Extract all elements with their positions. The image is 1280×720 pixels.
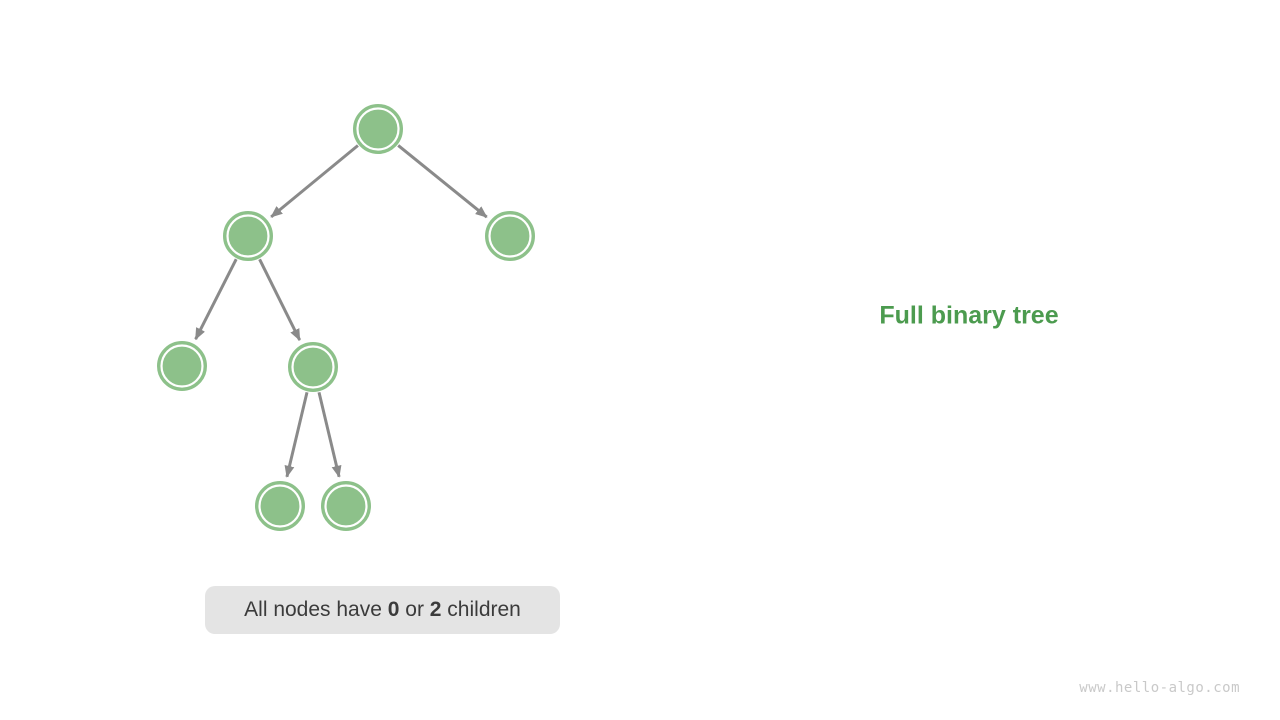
watermark: www.hello-algo.com	[1079, 680, 1240, 696]
caption-text-prefix: All nodes have	[244, 598, 388, 621]
tree-node-lr-leaf	[321, 481, 371, 531]
caption-box: All nodes have 0 or 2 children	[205, 586, 560, 634]
tree-edges	[194, 144, 488, 478]
tree-node-root	[353, 104, 403, 154]
tree-edge-left-right-to-lr-leaf	[317, 391, 342, 478]
tree-edge-left-right-to-ll-leaf	[284, 391, 309, 478]
tree-node-right	[485, 211, 535, 261]
tree-nodes	[157, 104, 535, 531]
tree-node-ll-leaf	[255, 481, 305, 531]
tree-node-left	[223, 211, 273, 261]
figure-title: Full binary tree	[879, 301, 1059, 330]
tree-edge-root-to-right	[397, 144, 488, 219]
caption-text-suffix: children	[441, 598, 521, 621]
tree-edge-root-to-left	[270, 144, 359, 219]
tree-node-left-left	[157, 341, 207, 391]
caption-bold-zero: 0	[387, 598, 400, 621]
tree-node-left-right	[288, 342, 338, 392]
tree-edge-left-to-left-right	[258, 258, 302, 341]
caption-text-middle: or	[399, 598, 430, 621]
caption-bold-two: 2	[429, 598, 442, 621]
tree-edge-left-to-left-left	[194, 258, 238, 341]
